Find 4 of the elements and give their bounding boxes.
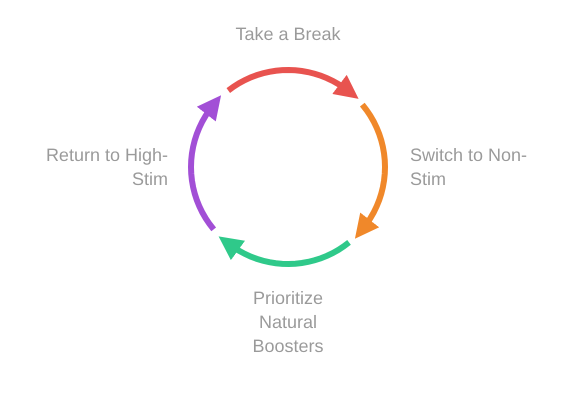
- step-label: Switch to Non-Stim: [410, 144, 528, 191]
- step-label: Take a Break: [234, 23, 342, 46]
- step-label: Prioritize Natural Boosters: [251, 287, 325, 358]
- step-label: Return to High-Stim: [44, 144, 168, 191]
